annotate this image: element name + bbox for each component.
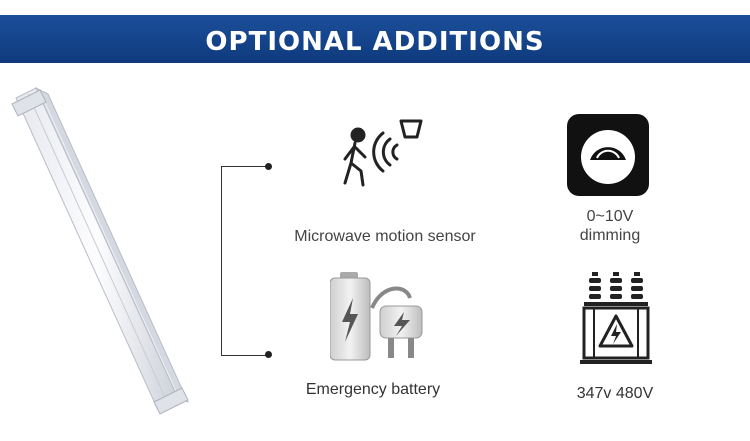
motion-sensor-label: Microwave motion sensor [294,228,476,245]
options-bracket [221,166,270,356]
voltage-label: 347v 480V [576,385,654,402]
bracket-dot-top [265,163,272,170]
dimming-voltage-text: 0~10V [586,208,634,225]
dimming-text: dimming [579,227,641,244]
header-banner: OPTIONAL ADDITIONS [0,15,750,63]
bracket-dot-bottom [265,351,272,358]
transformer-icon [580,272,652,364]
dimmer-icon [567,114,649,196]
emergency-battery-label: Emergency battery [305,381,441,398]
motion-sensor-icon [343,119,423,187]
light-fixture-image [11,86,189,415]
dimming-label: 0~10V dimming [560,207,660,245]
battery-plug-icon [330,272,423,361]
page-title: OPTIONAL ADDITIONS [205,27,545,57]
